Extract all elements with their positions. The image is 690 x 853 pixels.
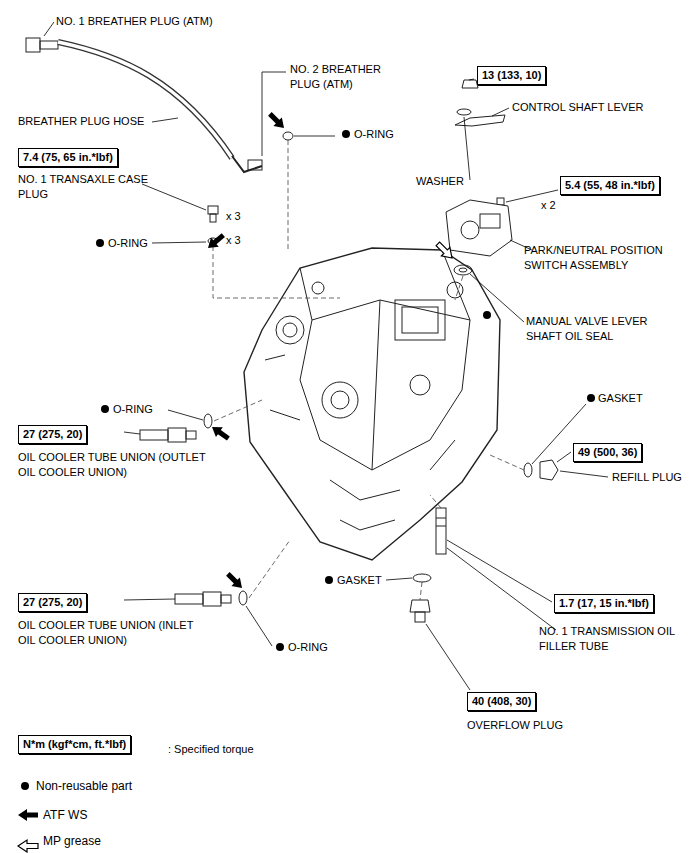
torque-value: 27 (275, 20) bbox=[23, 596, 82, 608]
part-label: GASKET bbox=[337, 573, 382, 588]
part-label: WASHER bbox=[416, 174, 464, 189]
torque-value: 27 (275, 20) bbox=[23, 428, 82, 440]
part-label: NO. 1 BREATHER PLUG (ATM) bbox=[56, 14, 213, 29]
part-label: O-RING bbox=[354, 127, 394, 142]
torque-value: N*m (kgf*cm, ft.*lbf) bbox=[23, 738, 126, 750]
torque-box: 7.4 (75, 65 in.*lbf) bbox=[18, 148, 118, 167]
torque-box: 1.7 (17, 15 in.*lbf) bbox=[554, 594, 654, 613]
part-label: REFILL PLUG bbox=[612, 470, 682, 485]
part-label: OVERFLOW PLUG bbox=[467, 718, 563, 733]
torque-box: 49 (500, 36) bbox=[573, 443, 642, 462]
torque-value: 1.7 (17, 15 in.*lbf) bbox=[559, 597, 649, 609]
part-label: NO. 2 BREATHER PLUG (ATM) bbox=[290, 62, 410, 92]
legend-text: ATF WS bbox=[43, 808, 87, 823]
part-label: NO. 1 TRANSAXLE CASE PLUG bbox=[18, 172, 148, 202]
part-label: BREATHER PLUG HOSE bbox=[18, 114, 144, 129]
torque-value: 7.4 (75, 65 in.*lbf) bbox=[23, 151, 113, 163]
part-label: OIL COOLER TUBE UNION (OUTLET OIL COOLER… bbox=[18, 450, 210, 480]
legend-text: Non-reusable part bbox=[36, 779, 132, 794]
part-label: PARK/NEUTRAL POSITION SWITCH ASSEMBLY bbox=[524, 243, 684, 273]
torque-box: 27 (275, 20) bbox=[18, 593, 87, 612]
part-label: : Specified torque bbox=[168, 742, 254, 757]
torque-value: 5.4 (55, 48 in.*lbf) bbox=[565, 179, 655, 191]
part-label: GASKET bbox=[598, 391, 643, 406]
part-label: MANUAL VALVE LEVER SHAFT OIL SEAL bbox=[526, 314, 676, 344]
part-label: O-RING bbox=[113, 402, 153, 417]
legend-text: MP grease bbox=[43, 834, 101, 849]
torque-value: 13 (133, 10) bbox=[482, 69, 541, 81]
torque-box: 40 (408, 30) bbox=[467, 692, 536, 711]
part-label: NO. 1 TRANSMISSION OIL FILLER TUBE bbox=[539, 624, 684, 654]
torque-box: 5.4 (55, 48 in.*lbf) bbox=[560, 176, 660, 195]
torque-box: 13 (133, 10) bbox=[477, 66, 546, 85]
part-label: O-RING bbox=[108, 236, 148, 251]
torque-value: 49 (500, 36) bbox=[578, 446, 637, 458]
torque-box: N*m (kgf*cm, ft.*lbf) bbox=[18, 735, 131, 754]
torque-box: 27 (275, 20) bbox=[18, 425, 87, 444]
part-label: x 3 bbox=[226, 209, 241, 224]
part-label: O-RING bbox=[288, 640, 328, 655]
part-label: CONTROL SHAFT LEVER bbox=[512, 100, 643, 115]
torque-value: 40 (408, 30) bbox=[472, 695, 531, 707]
part-label: x 2 bbox=[541, 198, 556, 213]
part-label: OIL COOLER TUBE UNION (INLET OIL COOLER … bbox=[18, 618, 203, 648]
part-label: x 3 bbox=[226, 233, 241, 248]
